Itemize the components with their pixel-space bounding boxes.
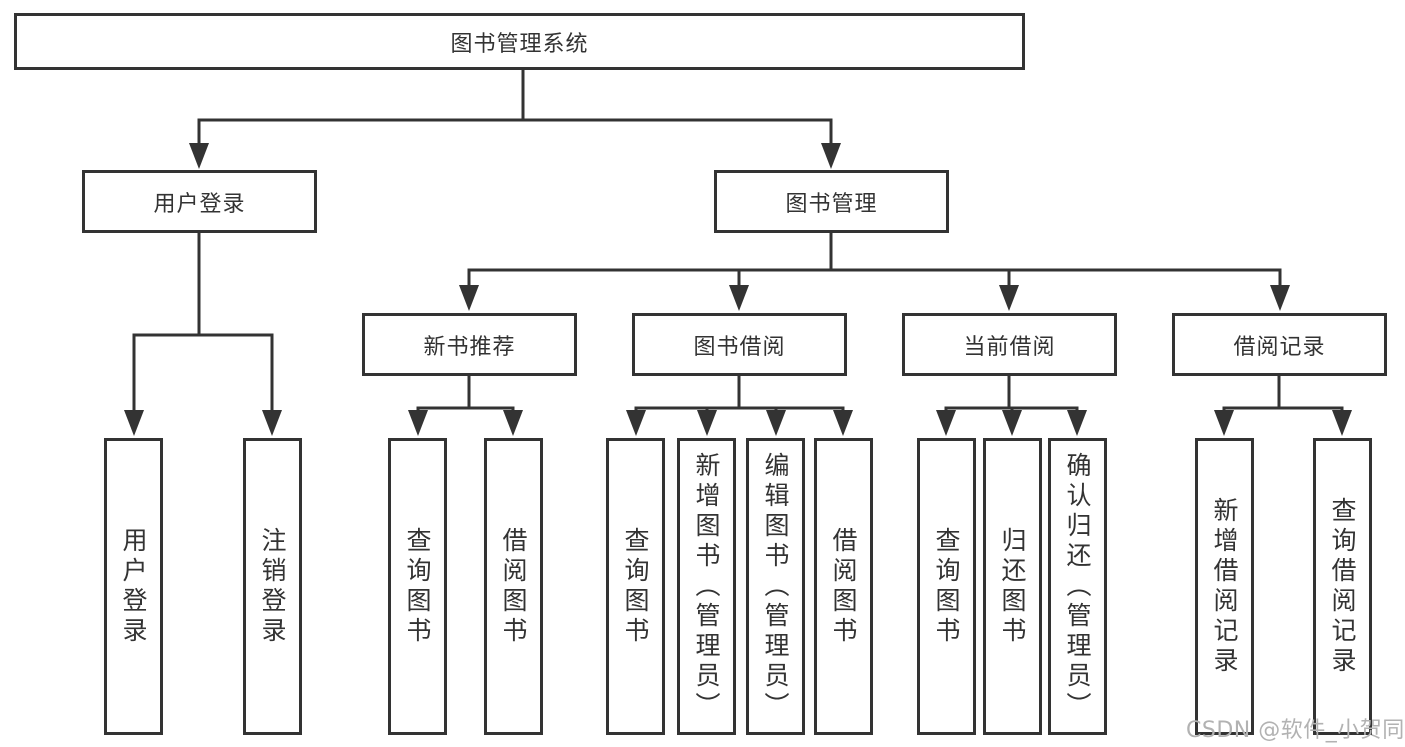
csdn-watermark: CSDN @软件_小贺同学 [1186,718,1405,743]
leaf-br-query-record: 查询借阅记录 [1313,438,1372,735]
node-book-borrow: 图书借阅 [632,313,847,376]
leaf-bb-query-book: 查询图书 [606,438,665,735]
leaf-bb-borrow-book: 借阅图书 [814,438,873,735]
node-borrow-records: 借阅记录 [1172,313,1387,376]
leaf-bb-edit-book: 编辑图书（管理员） [746,438,805,735]
leaf-cb-query-book: 查询图书 [917,438,976,735]
leaf-cb-return-book: 归还图书 [983,438,1042,735]
node-current-borrow: 当前借阅 [902,313,1117,376]
node-user-login: 用户登录 [82,170,317,233]
leaf-bb-add-book: 新增图书（管理员） [677,438,736,735]
leaf-logout: 注销登录 [243,438,302,735]
leaf-user-login: 用户登录 [104,438,163,735]
node-new-book-recommend: 新书推荐 [362,313,577,376]
leaf-rec-query-book: 查询图书 [388,438,447,735]
node-book-management: 图书管理 [714,170,949,233]
leaf-rec-borrow-book: 借阅图书 [484,438,543,735]
node-root: 图书管理系统 [14,13,1025,70]
leaf-cb-confirm-return: 确认归还（管理员） [1048,438,1107,735]
leaf-br-add-record: 新增借阅记录 [1195,438,1254,735]
